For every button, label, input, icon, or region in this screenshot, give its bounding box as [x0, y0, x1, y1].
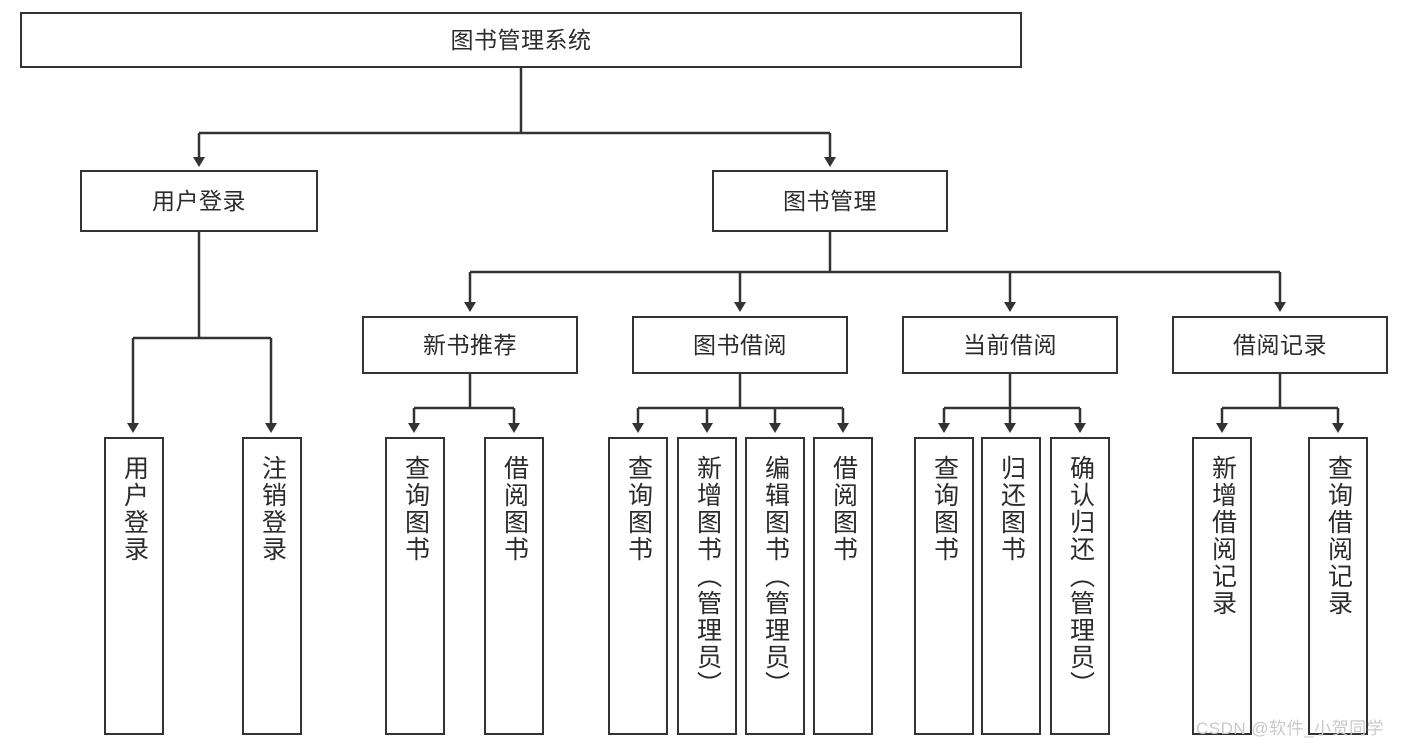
leaf-borrow-book-1[interactable]: 借阅图书: [484, 437, 544, 735]
leaf-borrow-book-2[interactable]: 借阅图书: [813, 437, 873, 735]
leaf-confirm-return[interactable]: 确认归还（管理员）: [1050, 437, 1110, 735]
node-current-borrow-label: 当前借阅: [963, 331, 1057, 358]
leaf-logout-label: 注销登录: [258, 455, 287, 563]
csdn-watermark: CSDN @软件_小贺同学: [1196, 719, 1385, 738]
leaf-query-book-3-label: 查询图书: [930, 455, 959, 563]
leaf-query-book-2-label: 查询图书: [624, 455, 653, 563]
node-current-borrow[interactable]: 当前借阅: [902, 316, 1118, 374]
leaf-edit-book-label: 编辑图书（管理员）: [761, 455, 790, 698]
leaf-add-book[interactable]: 新增图书（管理员）: [677, 437, 737, 735]
leaf-add-book-label: 新增图书（管理员）: [693, 455, 722, 698]
leaf-borrow-book-1-label: 借阅图书: [500, 455, 529, 563]
node-new-book-recommend[interactable]: 新书推荐: [362, 316, 578, 374]
node-user-login[interactable]: 用户登录: [80, 170, 318, 232]
leaf-query-record-label: 查询借阅记录: [1324, 455, 1353, 617]
node-borrow-records-label: 借阅记录: [1233, 331, 1327, 358]
node-book-management-label: 图书管理: [783, 187, 877, 214]
leaf-query-record[interactable]: 查询借阅记录: [1308, 437, 1368, 735]
leaf-query-book-1-label: 查询图书: [401, 455, 430, 563]
leaf-query-book-3[interactable]: 查询图书: [914, 437, 974, 735]
node-book-borrow[interactable]: 图书借阅: [632, 316, 848, 374]
node-root[interactable]: 图书管理系统: [20, 12, 1022, 68]
leaf-borrow-book-2-label: 借阅图书: [829, 455, 858, 563]
leaf-user-login-label: 用户登录: [120, 455, 149, 563]
leaf-add-record[interactable]: 新增借阅记录: [1192, 437, 1252, 735]
leaf-query-book-1[interactable]: 查询图书: [385, 437, 445, 735]
node-book-borrow-label: 图书借阅: [693, 331, 787, 358]
leaf-add-record-label: 新增借阅记录: [1208, 455, 1237, 617]
node-borrow-records[interactable]: 借阅记录: [1172, 316, 1388, 374]
leaf-user-login[interactable]: 用户登录: [104, 437, 164, 735]
leaf-logout[interactable]: 注销登录: [242, 437, 302, 735]
leaf-return-book-label: 归还图书: [997, 455, 1026, 563]
leaf-edit-book[interactable]: 编辑图书（管理员）: [745, 437, 805, 735]
node-new-book-recommend-label: 新书推荐: [423, 331, 517, 358]
node-root-label: 图书管理系统: [450, 26, 592, 53]
node-user-login-label: 用户登录: [152, 187, 246, 214]
node-book-management[interactable]: 图书管理: [712, 170, 948, 232]
leaf-query-book-2[interactable]: 查询图书: [608, 437, 668, 735]
leaf-confirm-return-label: 确认归还（管理员）: [1066, 455, 1095, 698]
leaf-return-book[interactable]: 归还图书: [981, 437, 1041, 735]
